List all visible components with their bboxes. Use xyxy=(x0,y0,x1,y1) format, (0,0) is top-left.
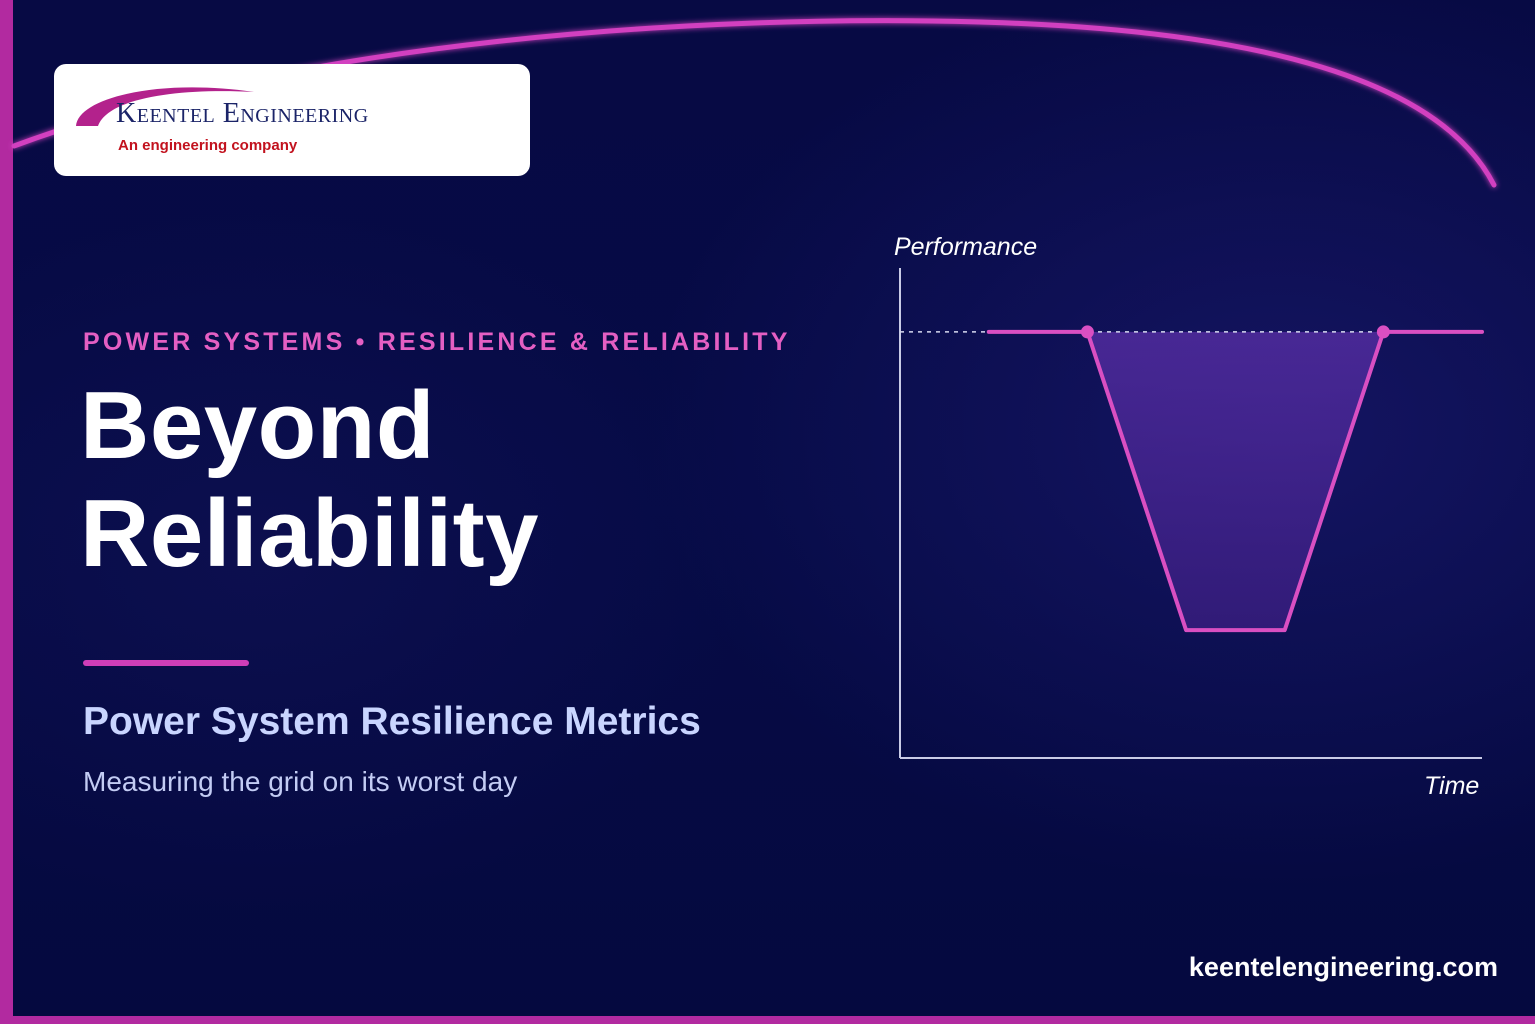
subtitle: Power System Resilience Metrics xyxy=(83,700,701,743)
x-axis-label: Time xyxy=(1424,772,1480,800)
performance-curve xyxy=(986,329,1484,633)
section-divider xyxy=(83,660,249,666)
category-eyebrow: POWER SYSTEMS • RESILIENCE & RELIABILITY xyxy=(83,328,791,356)
logo-wordmark: Keentel Engineering xyxy=(116,98,369,129)
tagline: Measuring the grid on its worst day xyxy=(83,766,518,797)
logo-swoosh-icon xyxy=(76,87,254,126)
headline-line-1: Beyond xyxy=(80,372,436,479)
company-logo[interactable]: Keentel Engineering An engineering compa… xyxy=(54,64,530,176)
logo-tagline: An engineering company xyxy=(118,137,298,154)
headline: Beyond Reliability xyxy=(80,372,539,588)
y-axis-label: Performance xyxy=(894,233,1038,261)
left-accent-bar xyxy=(0,0,13,1024)
resilience-loss-area xyxy=(1087,331,1384,631)
website-link[interactable]: keentelengineering.com xyxy=(1188,952,1498,982)
recovery-end-point xyxy=(1376,325,1390,339)
bottom-accent-bar xyxy=(0,1016,1535,1024)
disruption-start-point xyxy=(1080,325,1094,339)
headline-line-2: Reliability xyxy=(80,480,539,587)
